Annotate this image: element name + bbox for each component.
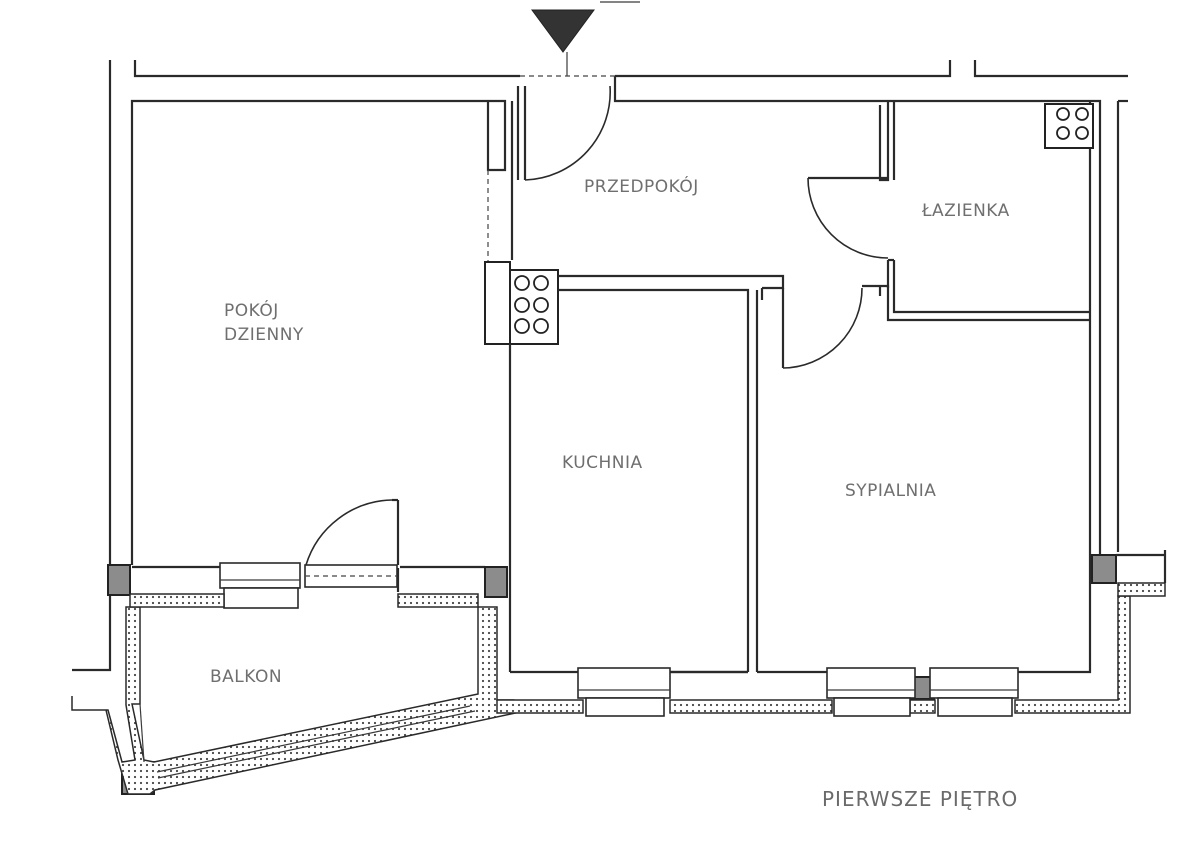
room-label-hallway: PRZEDPOKÓJ bbox=[584, 175, 699, 197]
room-label-living-room: POKÓJ bbox=[224, 299, 279, 321]
room-label-bedroom: SYPIALNIA bbox=[845, 481, 936, 501]
entrance-door bbox=[520, 75, 615, 181]
room-label-bathroom: ŁAZIENKA bbox=[921, 201, 1010, 221]
room-label-living-room-2: DZIENNY bbox=[224, 325, 304, 345]
bedroom-door bbox=[781, 284, 1090, 369]
south-wall bbox=[496, 550, 1167, 717]
room-label-kitchen: KUCHNIA bbox=[562, 453, 643, 473]
living-room-south-wall bbox=[132, 498, 485, 609]
entrance-arrow-icon bbox=[531, 1, 640, 76]
balcony-walls bbox=[71, 593, 522, 795]
pillar bbox=[107, 564, 131, 596]
bathroom-appliance-icon bbox=[1044, 103, 1094, 149]
outer-walls bbox=[72, 60, 1128, 672]
pillar bbox=[484, 566, 508, 598]
bathroom-walls bbox=[807, 101, 1092, 555]
room-label-balcony: BALKON bbox=[210, 667, 282, 687]
pillar bbox=[1091, 554, 1117, 584]
stove-icon bbox=[484, 261, 559, 345]
floor-title: PIERWSZE PIĘTRO bbox=[822, 787, 1018, 811]
